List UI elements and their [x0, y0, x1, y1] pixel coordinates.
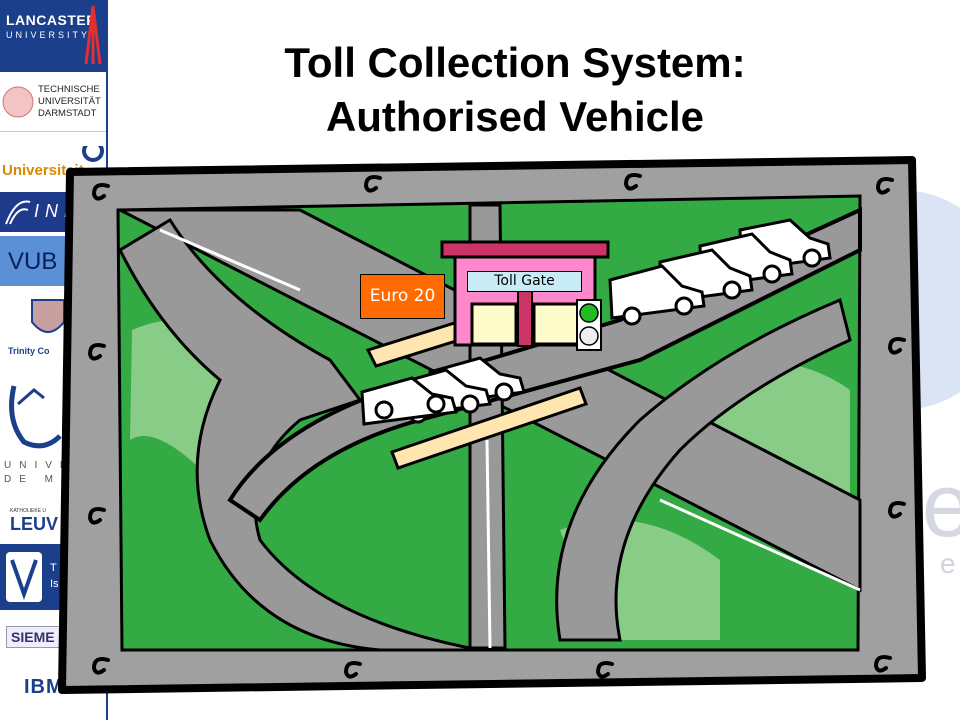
tu-darmstadt-logo: TECHNISCHE UNIVERSITÄT DARMSTADT [0, 76, 106, 132]
frame-hook-icon [873, 655, 892, 673]
frame-hook-icon [91, 657, 110, 675]
frame-hooks [87, 173, 906, 679]
toll-booth-window [470, 302, 518, 346]
road-curve-right [555, 297, 852, 642]
universiteit-emblem-icon [82, 146, 104, 162]
frame-hook-icon [91, 183, 110, 201]
malaga-line2: DE MA [4, 474, 76, 485]
ku-leuven-logo: KATHOLIEKE U LEUV [0, 504, 106, 538]
leuven-logo-text: LEUV [10, 514, 59, 534]
lancaster-logo-line2: UNIVERSITY [6, 30, 91, 40]
lancaster-crest-icon [84, 5, 102, 65]
trinity-logo-text: Trinity Co [8, 346, 50, 356]
slide-title-line2: Authorised Vehicle [325, 93, 705, 140]
frame-hook-icon [87, 507, 106, 525]
traffic-light-off [579, 326, 599, 346]
toll-gate-sign: Toll Gate [467, 271, 582, 292]
road-center-line [659, 498, 861, 592]
traffic-light-green [579, 303, 599, 323]
ibm-logo: IBM. [0, 668, 106, 720]
road-center-line [485, 439, 492, 649]
background-letter-small: e [940, 548, 956, 579]
malaga-logo: UNIVE DE MA [0, 374, 106, 494]
toll-barrier-lower [390, 386, 588, 470]
lancaster-logo: LANCASTER UNIVERSITY [0, 0, 106, 72]
background-letter: e [922, 456, 960, 556]
technion-emblem-icon [6, 552, 42, 602]
frame-hook-icon [623, 173, 642, 191]
cars-lower-left [360, 356, 526, 426]
slide-title-line1: Toll Collection System: [284, 39, 746, 86]
vub-logo-text: VUB [8, 248, 58, 275]
slide-title: Toll Collection System: Authorised Vehic… [110, 36, 920, 144]
ibm-logo-text: IBM. [24, 676, 71, 698]
universiteit-logo-text: Universiteit [2, 162, 84, 179]
cars-upper-right [608, 218, 832, 326]
malaga-emblem-icon [9, 385, 62, 449]
tud-line3: DARMSTADT [38, 108, 97, 119]
frame-hook-icon [343, 661, 362, 679]
inria-swoosh-icon [5, 200, 31, 225]
toll-booth-pillar [517, 289, 533, 347]
tud-line2: UNIVERSITÄT [38, 96, 101, 107]
road-center-line [159, 228, 301, 292]
universiteit-logo: Universiteit [0, 146, 106, 190]
technion-logo-text: T Is [50, 562, 59, 590]
malaga-line1: UNIVE [4, 460, 75, 471]
lancaster-logo-line1: LANCASTER [6, 12, 97, 28]
toll-booth-window [532, 302, 580, 346]
siemens-logo: SIEME [0, 616, 106, 658]
toll-booth-roof [440, 240, 610, 259]
frame-hook-icon [363, 175, 382, 193]
frame-hook-icon [595, 661, 614, 679]
leuven-small-text: KATHOLIEKE U [10, 508, 47, 514]
road-curve-left [118, 217, 481, 652]
frame-hook-icon [887, 337, 906, 355]
frame-hook-icon [87, 343, 106, 361]
price-tag: Euro 20 [360, 274, 445, 319]
tud-line1: TECHNISCHE [38, 84, 100, 95]
siemens-logo-text: SIEME [6, 626, 60, 648]
frame-hook-icon [875, 177, 894, 195]
tu-darmstadt-seal-icon [2, 86, 34, 118]
frame-hook-icon [887, 501, 906, 519]
